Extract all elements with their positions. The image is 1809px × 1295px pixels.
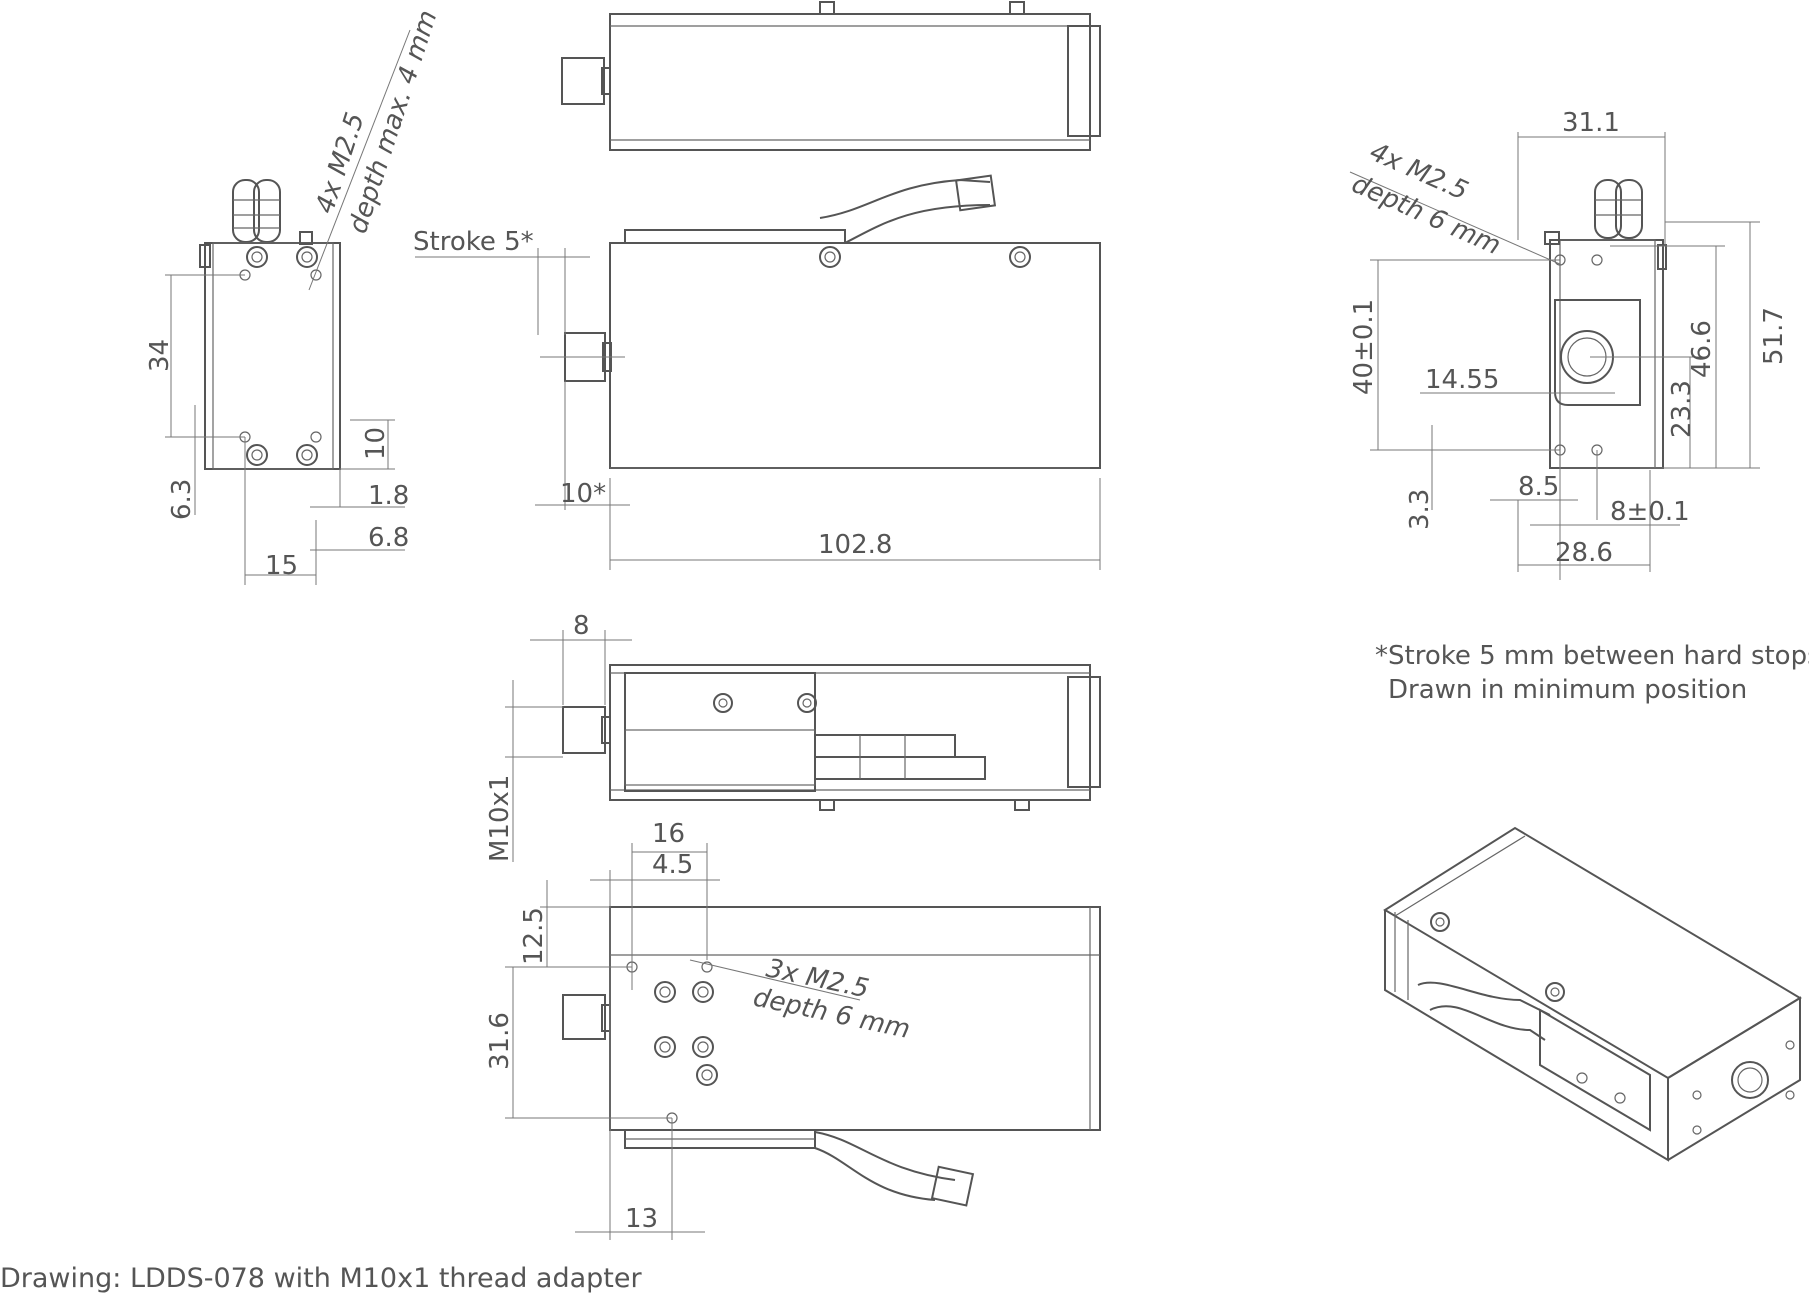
section-view: 8 M10x1 [485,611,1101,862]
dim-12-5: 12.5 [519,907,549,965]
isometric-view [1383,826,1802,1162]
dim-10-star: 10* [560,479,606,509]
dim-23-3: 23.3 [1667,380,1697,438]
dim-8: 8 [573,611,590,641]
notes: *Stroke 5 mm between hard stops Drawn in… [1375,641,1809,705]
dim-14-55: 14.55 [1425,365,1499,395]
dim-1-8: 1.8 [368,481,409,511]
right-end-view: 4x M2.5 depth 6 mm 31.1 40±0.1 14.55 46.… [1347,108,1789,580]
dim-31-6: 31.6 [485,1012,515,1070]
end-view: 4x M2.5 depth max. 4 mm 34 10 6.3 1.8 6.… [145,7,444,585]
dim-31-1: 31.1 [1562,108,1620,138]
dim-51-7: 51.7 [1759,307,1789,365]
dim-m10x1: M10x1 [485,775,515,862]
dim-13: 13 [625,1204,658,1234]
note-drawn: Drawn in minimum position [1388,675,1747,705]
dim-40-tol: 40±0.1 [1349,299,1379,395]
side-view: Stroke 5* 10* 102.8 [413,174,1101,570]
dim-6-3: 6.3 [167,479,197,520]
drawing-caption: Drawing: LDDS-078 with M10x1 thread adap… [0,1263,642,1294]
dim-8-tol: 8±0.1 [1610,497,1690,527]
note-stroke: *Stroke 5 mm between hard stops [1375,641,1809,671]
dim-34: 34 [145,339,175,372]
stroke-label: Stroke 5* [413,227,534,257]
dim-10: 10 [361,427,391,460]
dim-4-5: 4.5 [652,850,693,880]
dim-6-8: 6.8 [368,523,409,553]
top-view [561,1,1101,151]
dim-8-5: 8.5 [1518,472,1559,502]
dim-15: 15 [265,551,298,581]
dim-102-8: 102.8 [818,530,892,560]
bottom-view: 16 4.5 12.5 31.6 13 3x M2.5 depth 6 mm [485,819,1101,1240]
dim-16: 16 [652,819,685,849]
dim-3-3: 3.3 [1405,489,1435,530]
dim-46-6: 46.6 [1687,320,1717,378]
dim-28-6: 28.6 [1555,538,1613,568]
